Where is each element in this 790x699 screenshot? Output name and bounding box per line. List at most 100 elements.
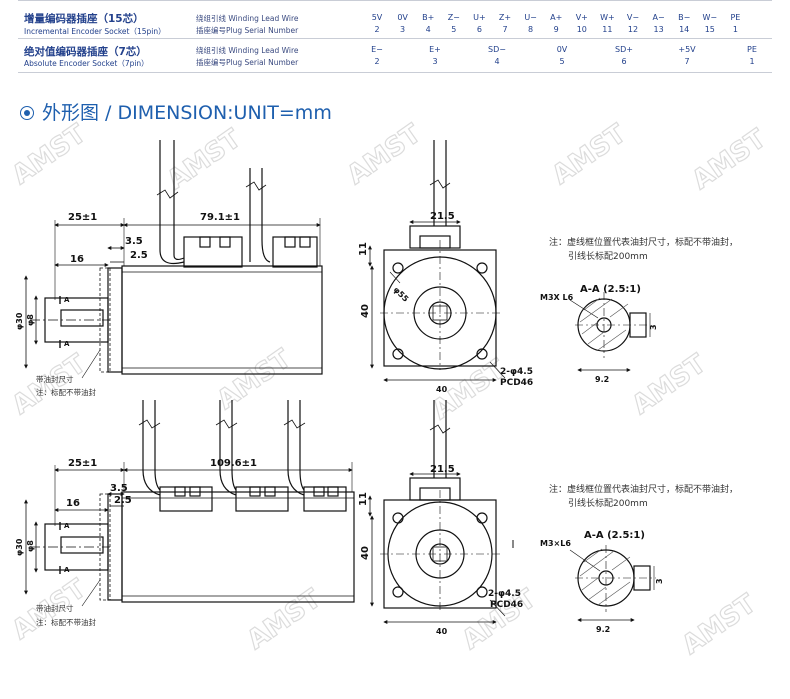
top-dim-21-5: 21.5 [430, 211, 455, 222]
table-signal-cell: PE [730, 13, 741, 22]
top-a-label-1: A [64, 296, 70, 304]
top-phi30: φ30 [15, 312, 24, 330]
bottom-dim-11: 11 [358, 492, 369, 506]
section-title-text: 外形图 / DIMENSION:UNIT=mm [42, 102, 332, 124]
bottom-dim-40v: 40 [360, 546, 371, 560]
table-pin-cell: 5 [451, 25, 457, 34]
table-signal-cell: W− [702, 13, 718, 22]
table-mid-rule [18, 38, 772, 39]
bottom-front-view [368, 400, 514, 624]
bottom-dim-3-5: 3.5 [110, 483, 128, 494]
bottom-oil-seal: 带油封尺寸 [36, 604, 74, 613]
top-phi55: φ55 [392, 285, 411, 304]
bottom-dim-16: 16 [66, 498, 80, 509]
table-pin-cell: 15 [704, 25, 715, 34]
bottom-dim-25: 25±1 [68, 458, 97, 469]
table-pin-cell: 11 [602, 25, 613, 34]
table-signal-cell: +5V [678, 45, 696, 54]
bottom-a-label-1: A [64, 522, 70, 530]
top-oil-seal: 带油封尺寸 [36, 375, 74, 384]
table-pin-cell: 1 [732, 25, 738, 34]
bottom-m3: M3×L6 [540, 539, 571, 548]
pinout-table: 增量编码器插座（15芯） Incremental Encoder Socket（… [0, 0, 790, 74]
top-holes: 2-φ4.5 [500, 367, 533, 377]
top-dim-11: 11 [358, 242, 369, 256]
table-pin-cell: 7 [684, 57, 690, 66]
table-pin-cell: 2 [374, 57, 380, 66]
table-signal-cell: V− [626, 13, 640, 22]
top-labels: 25±1 79.1±1 3.5 2.5 16 21.5 11 40 40 φ55… [15, 211, 658, 394]
row2-title-cn: 绝对值编码器插座（7芯） [24, 46, 147, 58]
table-pin-cell: 4 [494, 57, 500, 66]
table-signal-cell: SD+ [615, 45, 633, 54]
table-pin-cell: 7 [502, 25, 508, 34]
top-side-view [24, 140, 323, 379]
bottom-pcd: PCD46 [490, 600, 523, 610]
table-signal-cell: E− [371, 45, 383, 54]
row2-title-en: Absolute Encoder Socket（7pin） [24, 59, 149, 68]
top-dim-40h: 40 [436, 385, 448, 394]
bottom-dim-21-5: 21.5 [430, 464, 455, 475]
table-pin-cell: 4 [425, 25, 431, 34]
table-signal-cell: V+ [575, 13, 588, 22]
top-dim-2-5: 2.5 [130, 250, 148, 261]
row1-title-cn: 增量编码器插座（15芯） [24, 13, 144, 25]
bottom-phi30: φ30 [15, 538, 24, 556]
table-signal-cell: 0V [397, 13, 408, 22]
row2-desc2: 插座编号Plug Serial Number [196, 58, 299, 67]
bottom-labels: 25±1 109.6±1 3.5 2.5 16 21.5 11 40 40 φ8… [15, 458, 664, 636]
bottom-holes: 2-φ4.5 [488, 589, 521, 599]
top-m3: M3X L6 [540, 293, 574, 302]
table-signal-cell: W+ [600, 13, 615, 22]
table-top-rule [18, 0, 772, 1]
table-signal-cell: 5V [371, 13, 383, 22]
top-dim-3-5: 3.5 [125, 236, 143, 247]
top-note-line1: 注：虚线框位置代表油封尺寸，标配不带油封， [549, 238, 739, 248]
table-signal-cell: A+ [550, 13, 563, 22]
bottom-dim-2-5: 2.5 [114, 495, 132, 506]
bottom-side-view [24, 400, 355, 607]
row1-desc2: 插座编号Plug Serial Number [196, 26, 299, 35]
bottom-dim-40h: 40 [436, 627, 448, 636]
table-pin-cell: 13 [653, 25, 664, 34]
table-signal-cell: A− [652, 13, 665, 22]
bottom-aa: A-A (2.5:1) [584, 530, 645, 541]
bottom-oil-note: 注：标配不带油封 [36, 618, 96, 627]
top-dim-79: 79.1±1 [200, 212, 240, 223]
table-signal-cell: SD− [488, 45, 506, 54]
bottom-note-line2: 引线长标配200mm [568, 499, 648, 509]
top-phi8: φ8 [26, 314, 35, 326]
table-pin-cell: 8 [528, 25, 534, 34]
table-pin-cell: 6 [476, 25, 482, 34]
table-signal-cell: B− [678, 13, 691, 22]
table-pin-cell: 10 [576, 25, 587, 34]
top-aa: A-A (2.5:1) [580, 284, 641, 295]
table-pin-cell: 12 [627, 25, 639, 34]
table-signal-cell: B+ [422, 13, 435, 22]
table-signal-cell: U+ [473, 13, 486, 22]
bottom-dim-109: 109.6±1 [210, 458, 257, 469]
top-pcd: PCD46 [500, 378, 533, 388]
top-dim-25: 25±1 [68, 212, 97, 223]
row1-title-en: Incremental Encoder Socket（15pin） [24, 27, 166, 36]
bottom-section-aa [569, 545, 656, 622]
table-signal-cell: Z+ [498, 13, 512, 22]
top-a-label-2: A [64, 340, 70, 348]
top-note-line2: 引线长标配200mm [568, 252, 648, 262]
table-pin-cell: 3 [432, 57, 438, 66]
bottom-w3: 3 [655, 578, 664, 584]
bottom-note-line1: 注：虚线框位置代表油封尺寸，标配不带油封， [549, 485, 739, 495]
table-pin-cell: 6 [621, 57, 627, 66]
table-bottom-rule [18, 72, 772, 73]
top-w3: 3 [649, 324, 658, 330]
section-hatching [579, 297, 631, 606]
top-w92: 9.2 [595, 375, 609, 384]
table-pin-cell: 3 [400, 25, 406, 34]
row1-desc1: 绕组引线 Winding Lead Wire [196, 14, 299, 23]
bottom-a-label-2: A [64, 566, 70, 574]
table-pin-cell: 9 [553, 25, 559, 34]
table-pin-cell: 5 [559, 57, 565, 66]
bottom-w92: 9.2 [596, 625, 610, 634]
top-front-view [368, 140, 506, 382]
